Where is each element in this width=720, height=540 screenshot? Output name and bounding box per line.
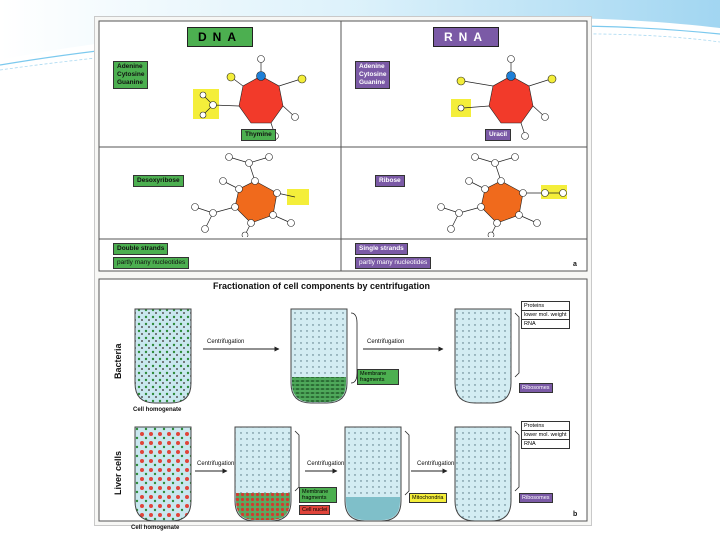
bacteria-supernatant-box: Proteins lower mol. weight RNA [521,301,570,329]
bacteria-supernatant-rna: RNA [524,321,536,327]
liver-supernatant-box: Proteins lower mol. weight RNA [521,421,570,449]
thymine-molecule-diagram [193,55,307,140]
dna-unique-base-label: Thymine [241,129,276,141]
rna-bases-box: Adenine Cytosine Guanine [355,61,391,89]
liver-pellet2-label: Mitochondria [409,493,447,503]
bacteria-supernatant-proteins: Proteins [522,302,569,311]
liver-pellet3-label: Ribosomes [519,493,553,503]
liver-supernatant-molweight: lower mol. weight [522,432,569,440]
rna-unique-base-label: Uracil [485,129,512,141]
panel-b-title: Fractionation of cell components by cent… [213,281,431,291]
liver-pellet1-nuclei-label: Cell nuclei [299,505,331,515]
liver-pellet1-membrane-label: Membrane fragments [299,487,337,503]
rna-header: RNA [433,27,499,47]
biochemistry-figure: DNA RNA Adenine Cytosine Guanine Adenine… [94,16,592,531]
dna-base-guanine: Guanine [117,79,144,86]
liver-step2-label: Centrifugation [307,461,345,467]
rna-base-cytosine: Cytosine [359,71,387,78]
dna-strands-label: Double strands [113,243,169,255]
rna-sugar-label: Ribose [375,175,405,187]
bacteria-homogenate-label: Cell homogenate [133,407,182,413]
liver-step1-label: Centrifugation [197,461,235,467]
dna-base-cytosine: Cytosine [117,71,145,78]
liver-step3-label: Centrifugation [417,461,455,467]
ribose-molecule-diagram [437,153,567,237]
bacteria-pellet1-label: Membrane fragments [357,369,399,385]
rna-nucleotides-label: partly many nucleotides [355,257,432,269]
dna-nucleotides-label: partly many nucleotides [113,257,190,269]
dna-header: DNA [187,27,253,47]
rna-base-guanine: Guanine [359,79,386,86]
panel-b-letter: b [573,511,578,518]
rna-base-adenine: Adenine [359,63,385,70]
dna-base-adenine: Adenine [117,63,143,70]
rna-strands-label: Single strands [355,243,408,255]
bacteria-pellet2-label: Ribosomes [519,383,553,393]
bacteria-supernatant-molweight: lower mol. weight [522,312,569,320]
liver-supernatant-proteins: Proteins [522,422,569,431]
panel-a-letter: a [573,261,577,268]
panel-a-grid [98,20,588,272]
dna-sugar-label: Desoxyribose [133,175,184,187]
bacteria-step1-label: Centrifugation [207,339,245,345]
liver-homogenate-label: Cell homogenate [131,525,180,531]
liver-supernatant-rna: RNA [524,441,536,447]
bacteria-step2-label: Centrifugation [367,339,405,345]
uracil-molecule-diagram [451,55,557,140]
dna-bases-box: Adenine Cytosine Guanine [113,61,149,89]
desoxyribose-molecule-diagram [191,153,309,237]
centrifuge-tubes-diagram [134,308,520,522]
